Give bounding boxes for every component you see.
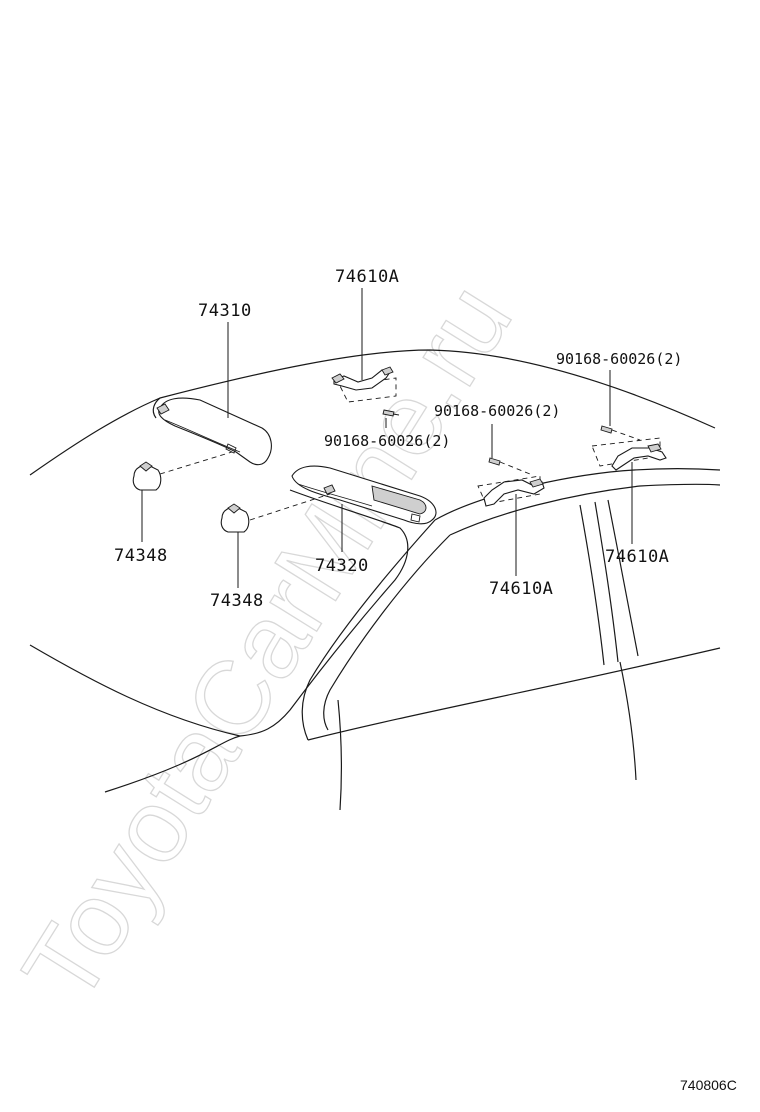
watermark-text: ToyotaCarMine.ru bbox=[1, 265, 534, 1023]
sun-visor-left[interactable] bbox=[156, 397, 272, 466]
visor-holder-left[interactable] bbox=[132, 461, 162, 491]
watermark: ToyotaCarMine.ru bbox=[0, 264, 535, 1023]
visor-left-clip bbox=[225, 443, 237, 454]
screw-front[interactable] bbox=[382, 409, 400, 417]
windshield-header bbox=[152, 397, 161, 419]
holder-left-body bbox=[132, 464, 162, 491]
label-90168-rear: 90168-60026(2) bbox=[556, 350, 682, 368]
dash-holder-left bbox=[159, 451, 233, 475]
assist-grip-front[interactable] bbox=[331, 366, 397, 403]
grip-mid-end bbox=[529, 478, 544, 488]
b-pillar-mid bbox=[594, 501, 619, 663]
screw-rear-guide bbox=[611, 429, 641, 441]
label-74610A-mid: 74610A bbox=[489, 579, 553, 599]
visor-right-pivot bbox=[323, 484, 336, 495]
label-74348-left: 74348 bbox=[114, 546, 168, 566]
visor-right-mirror bbox=[371, 485, 427, 515]
a-pillar-lower bbox=[301, 519, 436, 741]
screw-front-shaft bbox=[392, 413, 400, 416]
label-90168-front: 90168-60026(2) bbox=[324, 432, 450, 450]
car-body-outline bbox=[29, 349, 721, 811]
label-74320: 74320 bbox=[315, 556, 369, 576]
visor-left-pivot bbox=[156, 403, 170, 415]
grip-front-end-b bbox=[381, 366, 394, 376]
side-window-frame bbox=[434, 468, 721, 521]
holder-left-tab bbox=[139, 461, 153, 472]
screw-rear-body bbox=[600, 425, 613, 434]
screw-rear[interactable] bbox=[600, 425, 641, 441]
screw-mid-body bbox=[488, 457, 501, 466]
b-pillar-rear bbox=[607, 499, 639, 657]
screw-mid[interactable] bbox=[488, 457, 531, 475]
visor-holder-right[interactable] bbox=[220, 503, 250, 533]
windshield-edge bbox=[239, 489, 409, 737]
leader-lines bbox=[141, 288, 633, 588]
holder-right-body bbox=[220, 506, 250, 533]
visor-right-rod bbox=[297, 483, 373, 507]
assist-grip-rear[interactable] bbox=[591, 437, 667, 471]
diagram-reference-code: 740806C bbox=[680, 1077, 737, 1093]
window-sill bbox=[307, 647, 721, 741]
visor-left-body bbox=[158, 397, 272, 466]
grip-rear-body bbox=[611, 447, 667, 471]
label-74310: 74310 bbox=[198, 301, 252, 321]
roof-outline bbox=[29, 349, 716, 476]
attachment-lines bbox=[159, 451, 331, 521]
assist-grip-mid[interactable] bbox=[477, 475, 545, 507]
b-pillar-lower bbox=[619, 661, 637, 781]
grip-rear-mount-outline bbox=[591, 437, 661, 467]
grip-front-end-a bbox=[331, 373, 345, 384]
screw-mid-guide bbox=[499, 461, 531, 475]
sun-visor-right[interactable] bbox=[291, 465, 437, 525]
label-74610A-rear: 74610A bbox=[605, 547, 669, 567]
door-line bbox=[337, 699, 342, 811]
a-pillar-lower-inner bbox=[323, 534, 451, 731]
a-pillar-inner bbox=[29, 644, 241, 793]
grip-front-body bbox=[333, 369, 391, 391]
label-74348-right: 74348 bbox=[210, 591, 264, 611]
visor-right-clip bbox=[410, 513, 421, 523]
visor-right-body bbox=[291, 465, 437, 525]
b-pillar-front bbox=[579, 504, 605, 666]
label-74610A-front: 74610A bbox=[335, 267, 399, 287]
visor-left-rod bbox=[164, 419, 241, 453]
grip-mid-body bbox=[483, 479, 545, 507]
grip-rear-end bbox=[647, 443, 662, 453]
label-90168-mid: 90168-60026(2) bbox=[434, 402, 560, 420]
holder-right-tab bbox=[227, 503, 241, 514]
screw-front-body bbox=[382, 409, 395, 417]
part-labels: 74610A 74310 90168-60026(2) 90168-60026(… bbox=[114, 267, 682, 611]
side-window-frame-inner bbox=[449, 483, 721, 536]
